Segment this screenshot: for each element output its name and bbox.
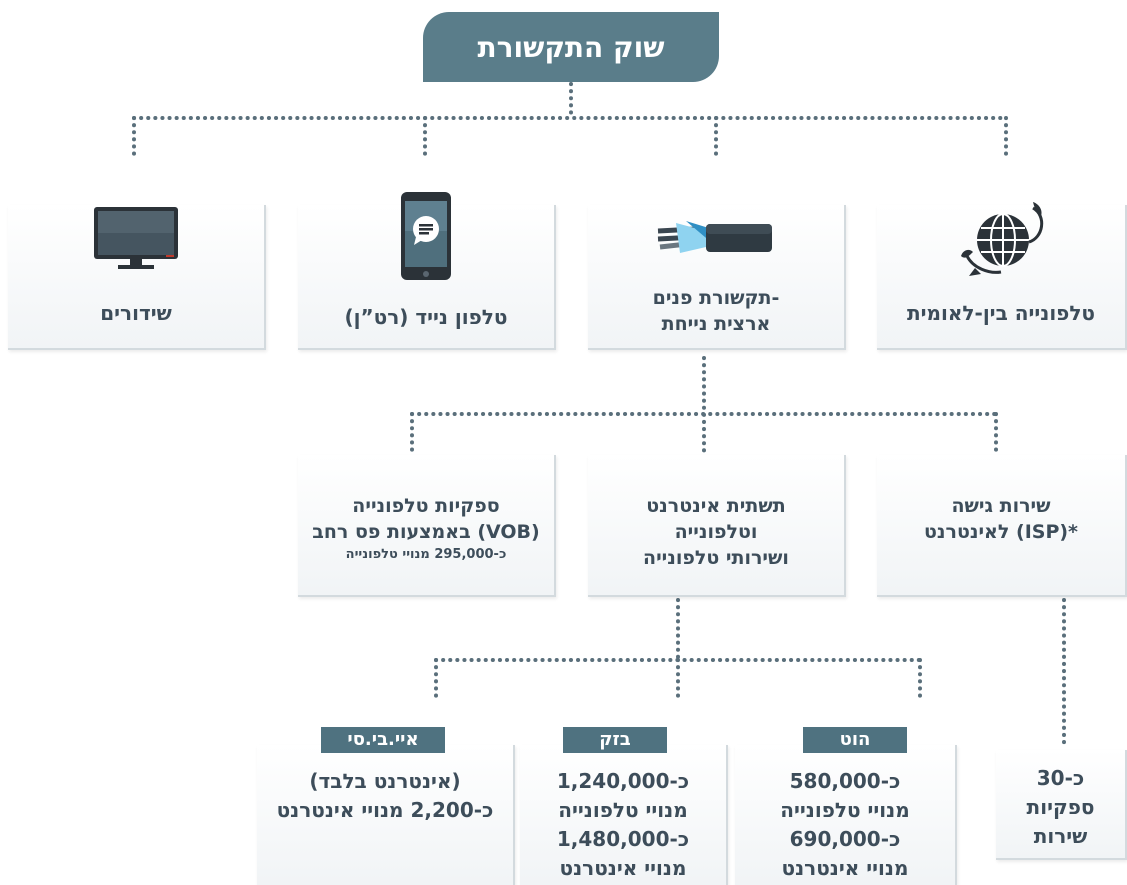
infra-label: וטלפונייה xyxy=(674,521,758,543)
bezeq-phone-count: כ-1,240,000 xyxy=(556,769,690,793)
fiber-cable-icon xyxy=(656,205,776,271)
vob-label: ספקיות טלפונייה xyxy=(352,495,500,517)
bezeq-internet-count: כ-1,480,000 xyxy=(556,827,690,851)
hot-internet-count: כ-690,000 xyxy=(789,827,901,851)
vob-label: באמצעות פס רחב (VOB) xyxy=(312,521,540,543)
television-icon xyxy=(92,203,180,273)
category-label: טלפונייה בין-לאומית xyxy=(906,301,1096,325)
globe-phone-icon xyxy=(953,197,1049,279)
provider-ibc-box: (אינטרנט בלבד) כ-2,200 מנויי אינטרנט xyxy=(257,745,515,885)
hot-phone-label: מנויי טלפונייה xyxy=(780,798,910,822)
category-label: שידורים xyxy=(100,301,172,325)
isp-label: שירות גישה xyxy=(951,495,1051,517)
provider-hot-box: כ-580,000 מנויי טלפונייה כ-690,000 מנויי… xyxy=(735,745,957,885)
provider-ibc-tag: איי.בי.סי xyxy=(321,727,445,753)
infra-label: תשתית אינטרנט xyxy=(646,495,786,517)
page-title: שוק התקשורת xyxy=(477,30,665,64)
category-label: ארצית נייחת xyxy=(661,313,771,335)
title-banner: שוק התקשורת xyxy=(423,12,719,82)
infra-label: ושירותי טלפונייה xyxy=(643,547,789,569)
bezeq-phone-label: מנויי טלפונייה xyxy=(558,798,688,822)
smartphone-chat-icon xyxy=(400,189,452,283)
isp-count-label: ספקיות xyxy=(1026,795,1095,819)
isp-label: לאינטרנט (ISP)* xyxy=(924,521,1078,543)
isp-count-label: שירות xyxy=(1033,824,1088,848)
category-international: טלפונייה בין-לאומית xyxy=(877,202,1127,350)
infra-box: תשתית אינטרנט וטלפונייה ושירותי טלפונייה xyxy=(588,455,846,597)
hot-phone-count: כ-580,000 xyxy=(789,769,901,793)
category-label: טלפון נייד (רט”ן) xyxy=(344,305,508,329)
category-label: תקשורת פנים- xyxy=(652,287,780,309)
ibc-subscribers: כ-2,200 מנויי אינטרנט xyxy=(276,798,494,822)
category-fixed: תקשורת פנים- ארצית נייחת xyxy=(588,205,846,350)
provider-hot-tag: הוט xyxy=(803,727,907,753)
provider-bezeq-tag: בזק xyxy=(563,727,667,753)
ibc-note: (אינטרנט בלבד) xyxy=(309,769,461,793)
isp-box: שירות גישה לאינטרנט (ISP)* xyxy=(877,455,1127,597)
isp-count-box: כ-30 ספקיות שירות xyxy=(996,750,1127,860)
category-mobile: טלפון נייד (רט”ן) xyxy=(298,192,556,350)
bezeq-internet-label: מנויי אינטרנט xyxy=(559,856,687,880)
vob-box: ספקיות טלפונייה באמצעות פס רחב (VOB) כ-2… xyxy=(298,455,556,597)
vob-subscribers: כ-295,000 מנויי טלפונייה xyxy=(345,547,507,562)
isp-count: כ-30 xyxy=(1036,766,1085,790)
hot-internet-label: מנויי אינטרנט xyxy=(781,856,909,880)
category-broadcast: שידורים xyxy=(8,205,266,350)
provider-bezeq-box: כ-1,240,000 מנויי טלפונייה כ-1,480,000 מ… xyxy=(520,745,728,885)
